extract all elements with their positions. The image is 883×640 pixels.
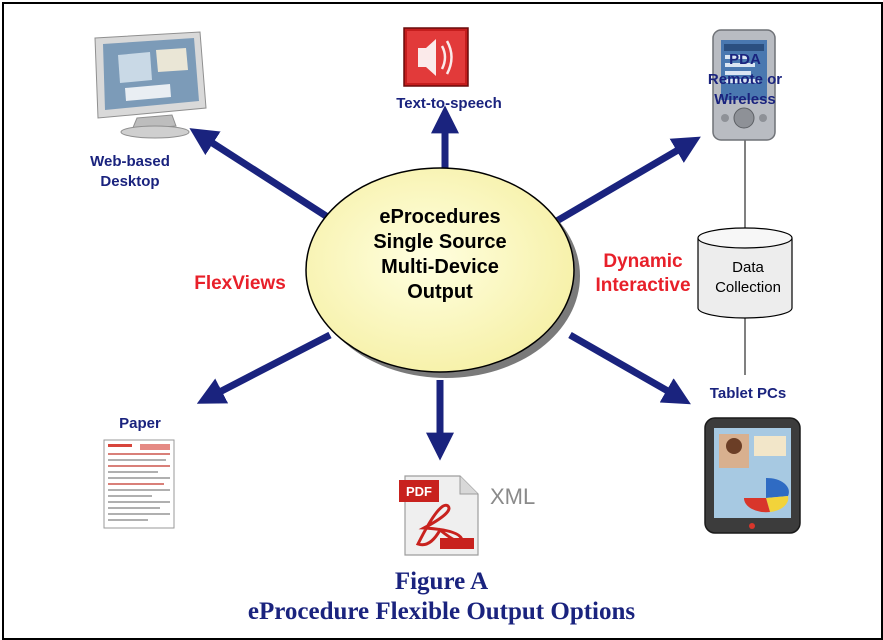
web-desktop-label: Web-based Desktop <box>90 153 170 190</box>
pdf-document-icon: PDF <box>399 475 479 556</box>
figure-subtitle: eProcedure Flexible Output Options <box>247 598 636 625</box>
dynamic-interactive-label: Dynamic Interactive <box>595 251 691 296</box>
tablet-pc-icon <box>704 417 801 534</box>
flexviews-label: FlexViews <box>194 273 286 294</box>
speaker-icon <box>403 27 469 87</box>
arrow-web-desktop <box>189 128 342 228</box>
center-label: eProcedures Single Source Multi-Device O… <box>373 206 507 303</box>
arrow-tablet <box>568 331 691 405</box>
arrow-paper <box>196 331 332 404</box>
data-collection-label: Data Collection <box>715 259 781 296</box>
text-to-speech-label: Text-to-speech <box>396 95 502 112</box>
tablet-pcs-label: Tablet PCs <box>709 385 787 402</box>
desktop-monitor-icon <box>94 31 207 139</box>
svg-text:PDF: PDF <box>406 484 432 499</box>
database-cylinder-icon <box>697 227 793 319</box>
xml-label: XML <box>490 484 536 509</box>
pda-label: PDA Remote or Wireless <box>707 51 783 108</box>
paper-label: Paper <box>119 415 161 432</box>
center-ellipse <box>305 167 575 373</box>
pda-device-icon <box>712 29 776 141</box>
paper-form-icon <box>103 439 175 529</box>
figure-title: Figure A <box>394 568 489 595</box>
arrow-pda <box>553 136 701 226</box>
